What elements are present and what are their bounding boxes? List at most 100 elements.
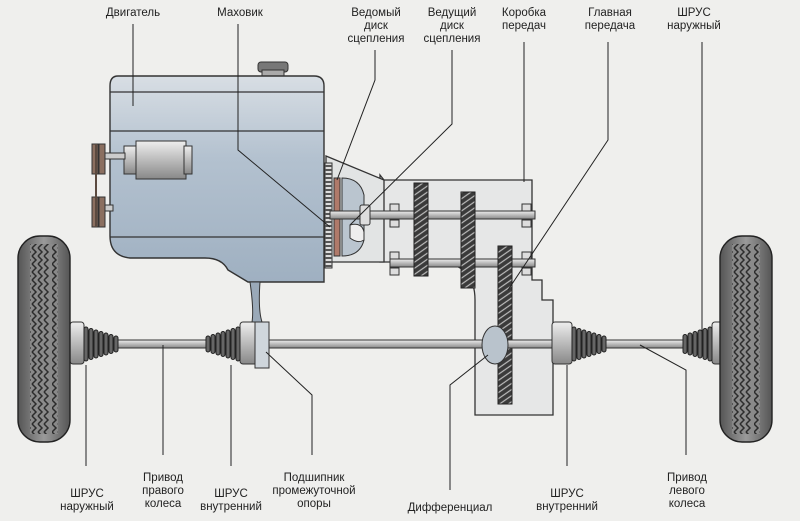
label-line: ШРУС xyxy=(677,7,711,19)
cv-boot-rib xyxy=(581,329,587,359)
flywheel-tooth xyxy=(325,177,332,179)
flywheel-tooth xyxy=(325,193,332,195)
drive-axle xyxy=(79,339,731,349)
label-line: промежуточной xyxy=(272,485,356,497)
cv-boot-rib xyxy=(220,331,226,357)
label-line: колеса xyxy=(144,498,182,510)
label-line: наружный xyxy=(667,20,721,32)
label-gearbox: Коробка передач xyxy=(502,7,546,33)
label-line: Ведущий xyxy=(427,7,477,19)
label-line: диск xyxy=(364,20,388,32)
label-drive-clutch-disc: Ведущий диск сцепления xyxy=(424,7,481,46)
cv-boot-rib xyxy=(98,331,104,357)
flywheel-tooth xyxy=(325,245,332,247)
cv-boot-rib xyxy=(235,326,241,362)
label-line: ШРУС xyxy=(70,488,104,500)
label-line: сцепления xyxy=(347,33,405,45)
label-line: Привод xyxy=(143,472,183,484)
flywheel-tooth xyxy=(325,241,332,243)
label-cv-inner-right: ШРУС внутренний xyxy=(536,488,598,514)
cv-boot-rib xyxy=(596,334,602,354)
flywheel-tooth xyxy=(325,221,332,223)
label-line: Подшипник xyxy=(283,472,345,484)
label-line: ШРУС xyxy=(214,488,248,500)
cv-boot-rib xyxy=(113,335,119,353)
label-cv-inner-left: ШРУС внутренний xyxy=(200,488,262,514)
label-line: левого xyxy=(669,485,705,497)
label-differential: Дифференциал xyxy=(408,502,493,515)
label-line: наружный xyxy=(60,501,114,513)
flywheel-tooth xyxy=(325,229,332,231)
label-line: Дифференциал xyxy=(407,502,493,514)
cv-boot-rib xyxy=(225,329,231,359)
label-line: Главная xyxy=(588,7,632,19)
flywheel-tooth xyxy=(325,249,332,251)
flywheel-tooth xyxy=(325,185,332,187)
label-left-wheel-drive: Привод левого колеса xyxy=(667,472,707,511)
cv-boot-rib xyxy=(210,334,216,354)
label-line: внутренний xyxy=(536,501,598,513)
cv-boot-rib xyxy=(83,326,89,362)
label-intermediate-bearing: Подшипник промежуточной опоры xyxy=(272,472,355,511)
label-line: сцепления xyxy=(423,33,481,45)
flywheel-tooth xyxy=(325,209,332,211)
cv-boot-rib xyxy=(591,332,597,356)
label-right-wheel-drive: Привод правого колеса xyxy=(142,472,184,511)
label-line: диск xyxy=(440,20,464,32)
label-main-gear: Главная передача xyxy=(585,7,635,33)
cv-boot-rib xyxy=(571,326,577,362)
label-driven-clutch-disc: Ведомый диск сцепления xyxy=(348,7,405,46)
label-engine: Двигатель xyxy=(105,7,161,19)
label-flywheel: Маховик xyxy=(217,7,263,19)
cv-boot-rib xyxy=(103,332,109,356)
flywheel-tooth xyxy=(325,265,332,267)
input-shaft xyxy=(329,210,536,220)
flywheel-tooth xyxy=(325,233,332,235)
cv-boot-rib xyxy=(88,328,94,360)
label-line: Ведомый xyxy=(351,7,401,19)
cv-boot-rib xyxy=(692,331,698,357)
flywheel-tooth xyxy=(325,169,332,171)
cv-boot-rib xyxy=(230,328,236,360)
flywheel-tooth xyxy=(325,253,332,255)
label-line: правого xyxy=(142,485,184,497)
cv-boot-rib xyxy=(93,329,99,359)
label-line: опоры xyxy=(297,498,331,510)
cv-boot-rib xyxy=(682,334,688,354)
flywheel-tooth xyxy=(325,257,332,259)
label-line: Коробка xyxy=(501,7,547,19)
flywheel-tooth xyxy=(325,173,332,175)
cv-boot-rib xyxy=(108,334,114,354)
leader-lines xyxy=(85,24,703,490)
label-line: внутренний xyxy=(200,501,262,513)
flywheel-tooth xyxy=(325,261,332,263)
differential xyxy=(481,325,509,365)
flywheel-tooth xyxy=(325,217,332,219)
label-line: колеса xyxy=(668,498,706,510)
flywheel-tooth xyxy=(325,197,332,199)
label-cv-outer-top: ШРУС наружный xyxy=(667,7,721,33)
cv-boot-rib xyxy=(205,335,211,353)
flywheel-tooth xyxy=(325,237,332,239)
flywheel-tooth xyxy=(325,205,332,207)
gear-2 xyxy=(460,191,476,289)
flywheel-tooth xyxy=(325,201,332,203)
cv-boot-rib xyxy=(687,332,693,356)
cv-boot-rib xyxy=(601,335,607,353)
label-cv-outer-left: ШРУС наружный xyxy=(60,488,114,514)
cv-boot-rib xyxy=(702,328,708,360)
main-gear-wheel xyxy=(497,245,513,405)
label-line: передач xyxy=(501,20,546,32)
cv-boot-rib xyxy=(697,329,703,359)
flywheel-tooth xyxy=(325,189,332,191)
cv-boot-rib xyxy=(707,326,713,362)
label-line: Привод xyxy=(667,472,707,484)
flywheel-tooth xyxy=(325,165,332,167)
engine-block xyxy=(91,61,325,323)
cv-boot-rib xyxy=(586,331,592,357)
label-line: передача xyxy=(584,20,636,32)
cv-boot-rib xyxy=(215,332,221,356)
label-line: ШРУС xyxy=(550,488,584,500)
